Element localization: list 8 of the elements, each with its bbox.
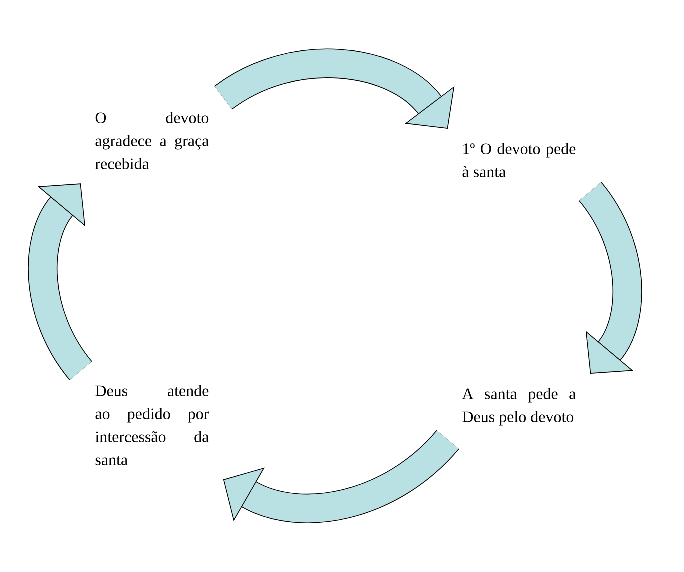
step-text: Deus atende ao pedido por intercessão da santa — [96, 385, 210, 466]
step-text: 1º O devoto pede à santa — [462, 143, 576, 178]
step-text: A santa pede a Deus pelo devoto — [462, 388, 576, 426]
curved-arrow — [28, 184, 93, 380]
curved-arrow — [215, 48, 455, 129]
step-text: O devoto agradece a graça recebida — [96, 112, 209, 170]
curved-arrow — [578, 182, 642, 374]
curved-arrow — [223, 430, 459, 524]
